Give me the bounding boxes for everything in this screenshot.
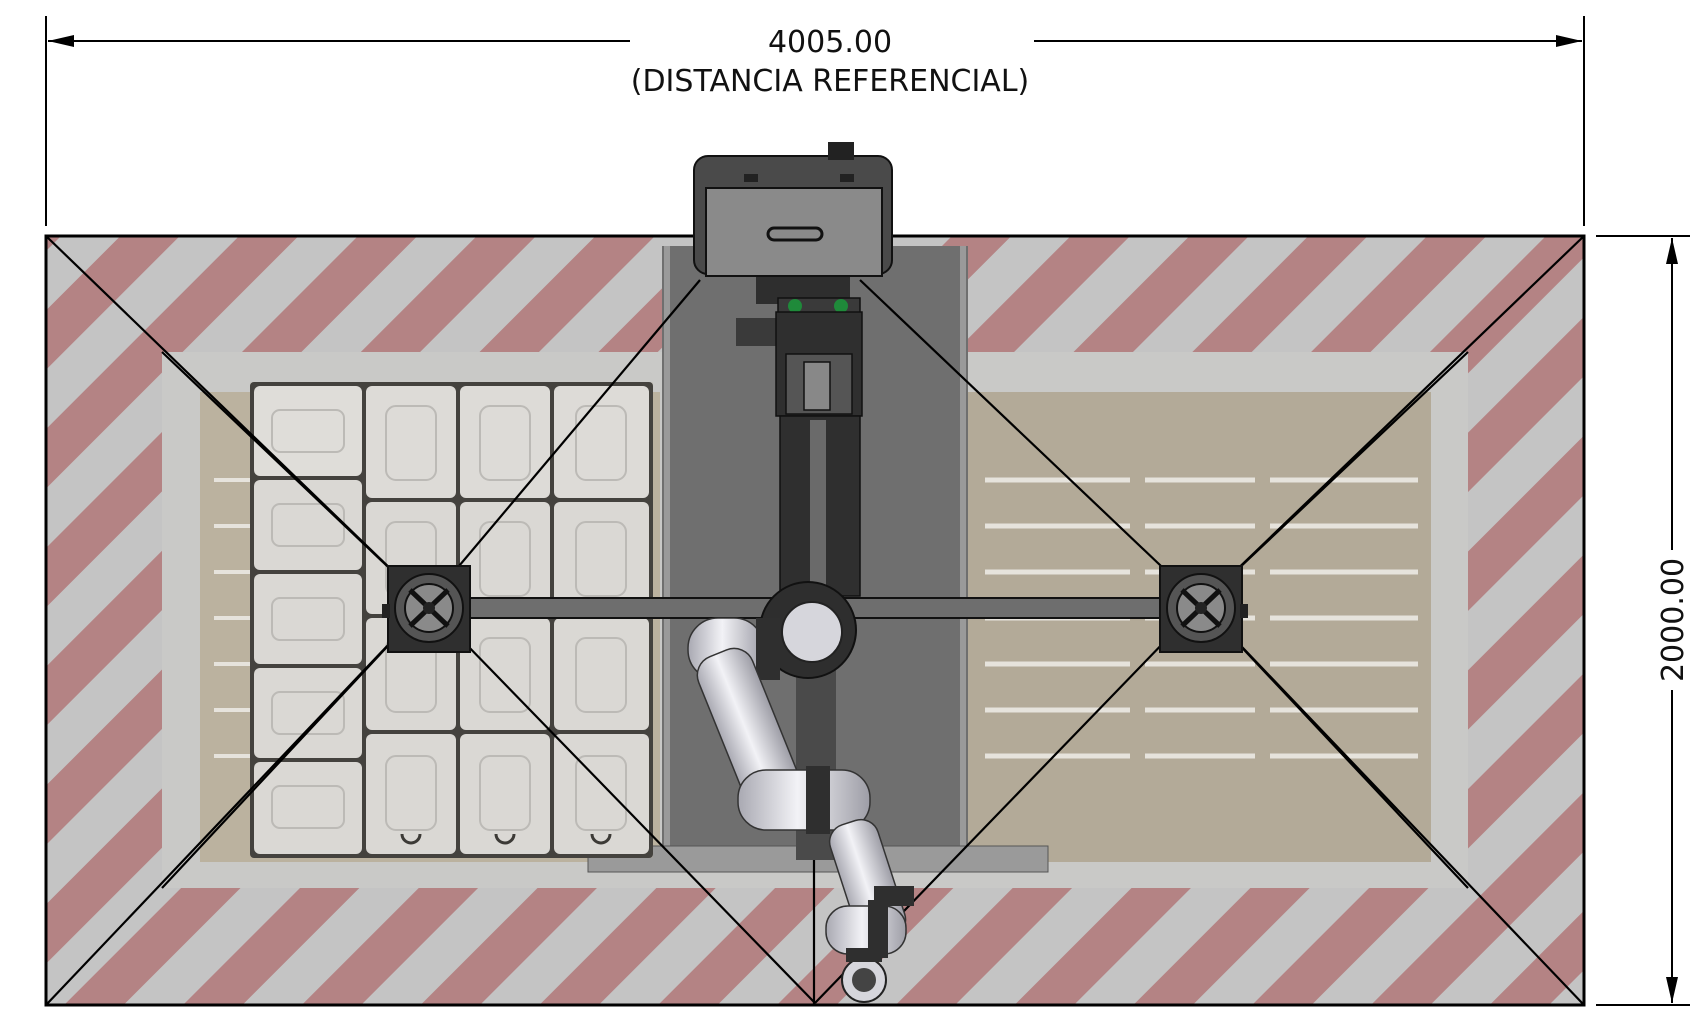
width-note: (DISTANCIA REFERENCIAL) bbox=[631, 64, 1030, 99]
height-dimension: 2000.00 bbox=[1596, 235, 1691, 1006]
sensor-green-right bbox=[834, 299, 848, 313]
width-arrow-left bbox=[48, 35, 74, 47]
width-dimension: 4005.00 (DISTANCIA REFERENCIAL) bbox=[45, 16, 1585, 226]
width-arrow-right bbox=[1556, 35, 1582, 47]
width-value: 4005.00 bbox=[768, 25, 892, 60]
tray-columns-2-4 bbox=[366, 386, 649, 854]
height-value: 2000.00 bbox=[1656, 558, 1691, 682]
sensor-green-left bbox=[788, 299, 802, 313]
top-machine bbox=[693, 142, 893, 304]
left-floor-markings bbox=[214, 478, 250, 758]
height-arrow-top bbox=[1666, 238, 1678, 264]
laser-scanner-right bbox=[1159, 565, 1248, 653]
tray-column-1 bbox=[254, 386, 362, 854]
laser-scanner-left bbox=[382, 565, 471, 653]
height-arrow-bottom bbox=[1666, 977, 1678, 1003]
laser-cone-lines bbox=[45, 235, 1585, 1006]
robot-arm bbox=[687, 581, 914, 1003]
rail-head bbox=[736, 297, 863, 597]
